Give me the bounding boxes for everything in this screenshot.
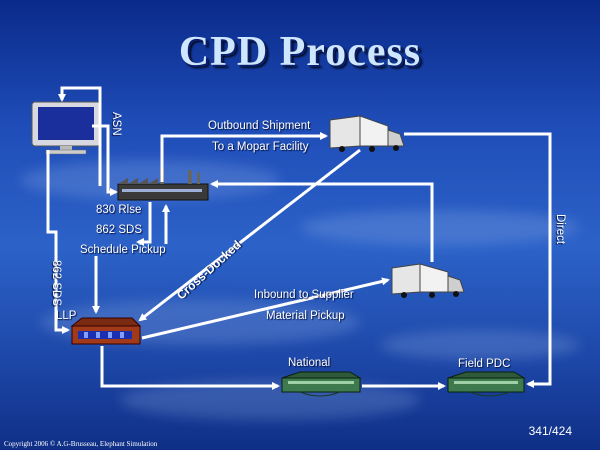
national-label: National bbox=[288, 357, 331, 369]
field-pdc-label: Field PDC bbox=[458, 358, 511, 370]
llp-building-icon bbox=[70, 317, 142, 345]
llp-label: LLP bbox=[56, 310, 77, 322]
outbound-label-line1: Outbound Shipment bbox=[208, 120, 311, 132]
copyright-notice: Copyright 2006 © A.G-Brusseau, Elephant … bbox=[4, 440, 158, 448]
inbound-label-line1: Inbound to Supplier bbox=[254, 289, 354, 301]
schedule-pickup-label: Schedule Pickup bbox=[80, 244, 166, 256]
computer-monitor-icon bbox=[31, 101, 101, 155]
building-icon bbox=[281, 371, 362, 397]
page-number: 341/424 bbox=[528, 424, 572, 438]
building-icon bbox=[447, 371, 526, 397]
direct-label: Direct bbox=[554, 214, 566, 245]
llp-side-label: 862 SDS bbox=[50, 260, 62, 307]
sds-862-label: 862 SDS bbox=[96, 224, 143, 236]
inbound-label-line2: Material Pickup bbox=[266, 310, 345, 322]
flow-arrows bbox=[46, 86, 552, 390]
rlse-830-label: 830 Rlse bbox=[96, 204, 142, 216]
asn-label: ASN bbox=[110, 112, 122, 136]
outbound-label-line2: To a Mopar Facility bbox=[212, 141, 309, 153]
slide-title: CPD Process bbox=[178, 29, 422, 75]
truck-icon bbox=[329, 115, 405, 152]
truck-icon bbox=[391, 263, 465, 298]
